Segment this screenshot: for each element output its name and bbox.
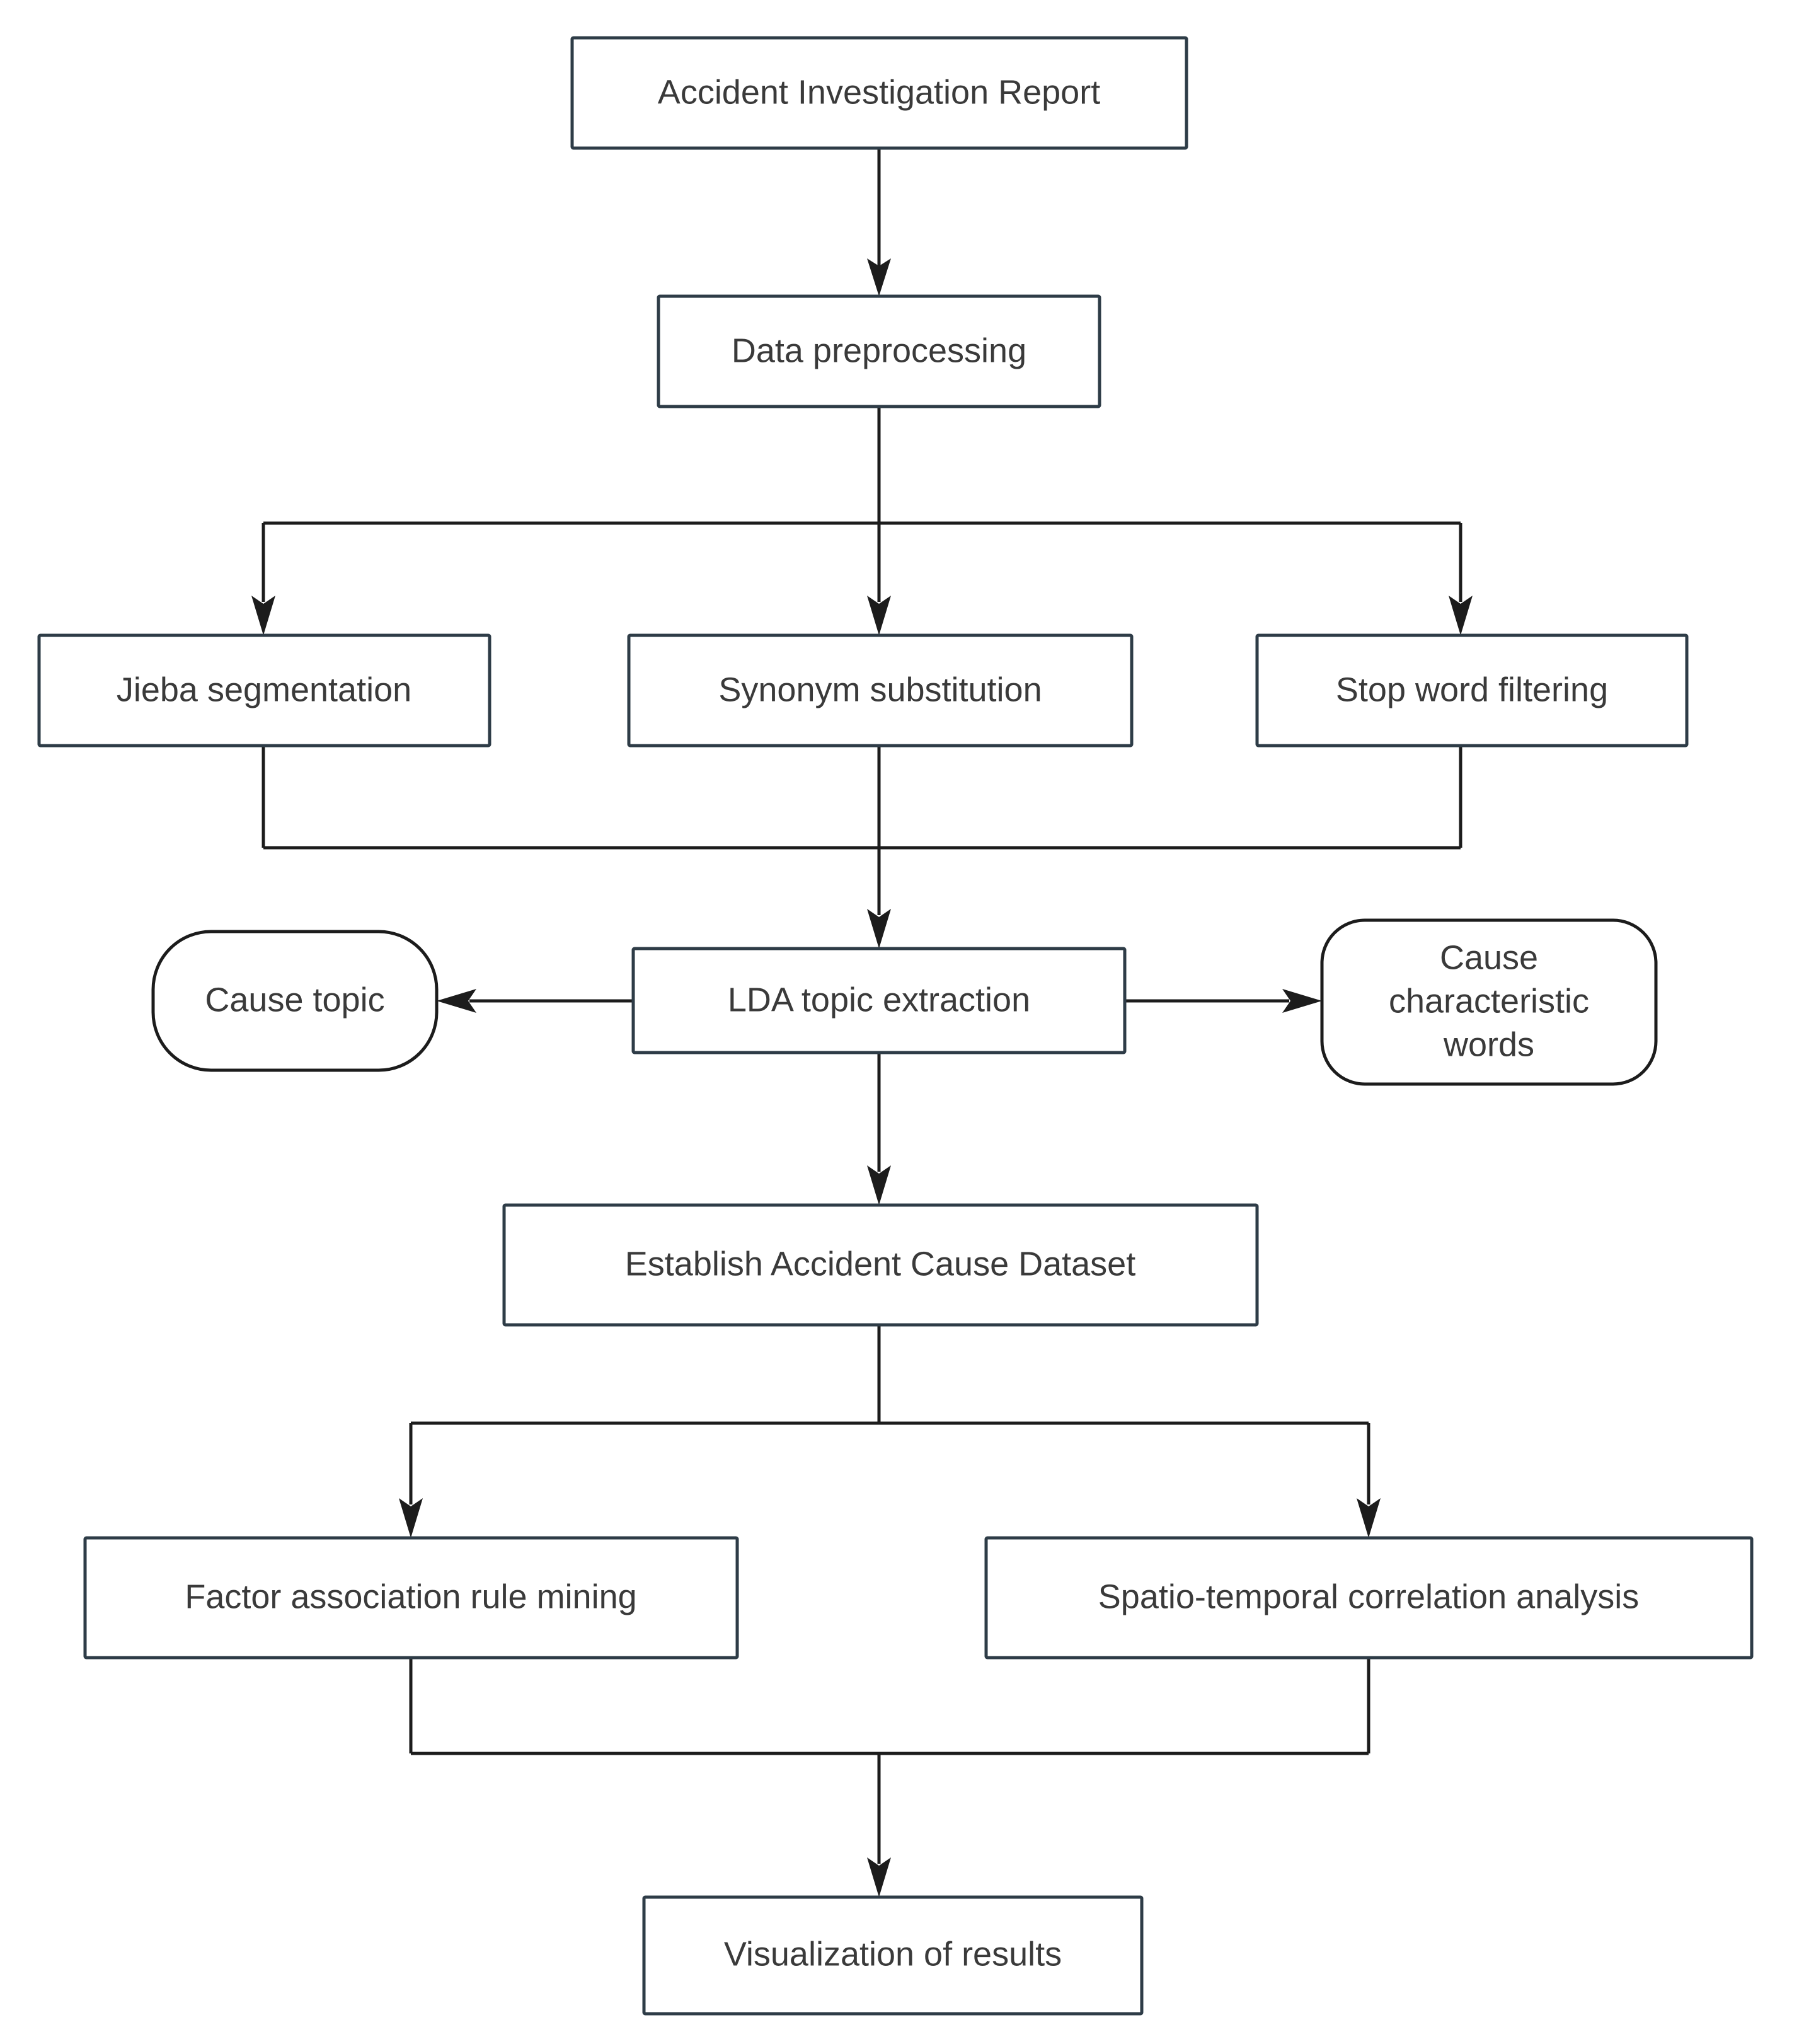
node-label-accident-investigation-report: Accident Investigation Report	[658, 73, 1100, 111]
edge-report-to-preprocessing	[867, 148, 891, 296]
node-lda-topic-extraction[interactable]: LDA topic extraction	[631, 947, 1127, 1054]
node-cause-topic[interactable]: Cause topic	[151, 930, 439, 1072]
edge-dataset-fanout	[399, 1325, 1381, 1538]
node-factor-association-rule-mining[interactable]: Factor association rule mining	[83, 1536, 739, 1660]
node-label-data-preprocessing: Data preprocessing	[732, 332, 1026, 369]
node-label-cause-characteristic-words-line-2: characteristic	[1389, 982, 1589, 1020]
node-shape-rectangle	[83, 1536, 739, 1660]
node-spatio-temporal-correlation-analysis[interactable]: Spatio-temporal correlation analysis	[984, 1536, 1754, 1660]
edge-lda-to-dataset	[867, 1053, 891, 1205]
node-shape-rounded	[1320, 918, 1658, 1086]
node-data-preprocessing[interactable]: Data preprocessing	[657, 294, 1101, 408]
node-shape-rectangle	[1255, 633, 1689, 748]
node-label-factor-association-rule-mining: Factor association rule mining	[185, 1578, 636, 1615]
node-visualization-of-results[interactable]: Visualization of results	[642, 1895, 1144, 2016]
node-shape-rectangle	[627, 633, 1134, 748]
edge-analyses-merge-to-visualization	[409, 1658, 1370, 1897]
edge-preprocessing-fanout	[251, 407, 1473, 635]
node-label-spatio-temporal-correlation-analysis: Spatio-temporal correlation analysis	[1098, 1578, 1639, 1615]
node-label-jieba-segmentation: Jieba segmentation	[117, 671, 411, 708]
edge-segmentation-merge	[261, 746, 1462, 949]
edge-lda-to-cause-characteristic-words	[1125, 989, 1322, 1013]
node-label-lda-topic-extraction: LDA topic extraction	[728, 981, 1030, 1019]
node-stop-word-filtering[interactable]: Stop word filtering	[1255, 633, 1689, 748]
node-shape-rounded	[151, 930, 439, 1072]
node-layer: Accident Investigation Report Data prepr…	[37, 36, 1754, 2016]
node-cause-characteristic-words[interactable]: Cause characteristic words	[1320, 918, 1658, 1086]
node-label-cause-characteristic-words-line-3: words	[1443, 1025, 1534, 1063]
node-shape-rectangle	[642, 1895, 1144, 2016]
node-jieba-segmentation[interactable]: Jieba segmentation	[37, 633, 491, 748]
edge-lda-to-cause-topic	[437, 989, 633, 1013]
node-shape-rectangle	[570, 36, 1188, 150]
node-label-synonym-substitution: Synonym substitution	[718, 671, 1042, 708]
node-synonym-substitution[interactable]: Synonym substitution	[627, 633, 1134, 748]
node-establish-accident-cause-dataset[interactable]: Establish Accident Cause Dataset	[502, 1203, 1259, 1327]
node-label-stop-word-filtering: Stop word filtering	[1336, 671, 1608, 708]
node-shape-rectangle	[984, 1536, 1754, 1660]
node-shape-rectangle	[37, 633, 491, 748]
node-label-cause-topic: Cause topic	[205, 981, 384, 1019]
node-label-visualization-of-results: Visualization of results	[724, 1935, 1062, 1973]
node-shape-rectangle	[631, 947, 1127, 1054]
edge-layer	[251, 148, 1473, 1897]
node-label-cause-characteristic-words-line-1: Cause	[1440, 938, 1538, 976]
node-shape-rectangle	[502, 1203, 1259, 1327]
node-label-establish-accident-cause-dataset: Establish Accident Cause Dataset	[625, 1245, 1135, 1283]
node-shape-rectangle	[657, 294, 1101, 408]
node-accident-investigation-report[interactable]: Accident Investigation Report	[570, 36, 1188, 150]
